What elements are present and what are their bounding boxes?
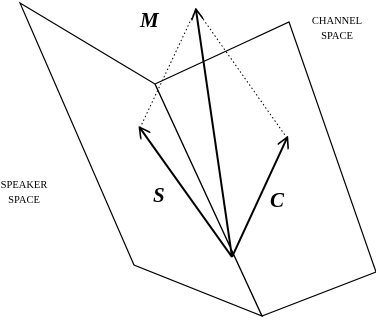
channel-space-label-line2: SPACE	[321, 31, 353, 42]
channel-space-label: CHANNEL SPACE	[306, 14, 368, 44]
parallelogram-guides	[139, 8, 288, 139]
speaker-space-label: SPEAKER SPACE	[0, 178, 48, 208]
vector-s-label: S	[153, 183, 165, 207]
speaker-space-label-line2: SPACE	[8, 195, 40, 206]
vector-s-arrow	[140, 128, 233, 258]
vector-m-label: M	[140, 8, 159, 32]
vector-c-label: C	[270, 188, 285, 212]
speaker-space-plane	[18, 1, 264, 318]
speaker-space-label-line1: SPEAKER	[0, 180, 48, 191]
channel-space-plane	[154, 21, 376, 317]
channel-space-label-line1: CHANNEL	[311, 16, 363, 27]
vector-m-arrow	[196, 10, 233, 258]
vectors	[140, 10, 287, 258]
guide-c-to-m	[195, 8, 288, 139]
vector-c-arrow	[231, 138, 287, 258]
